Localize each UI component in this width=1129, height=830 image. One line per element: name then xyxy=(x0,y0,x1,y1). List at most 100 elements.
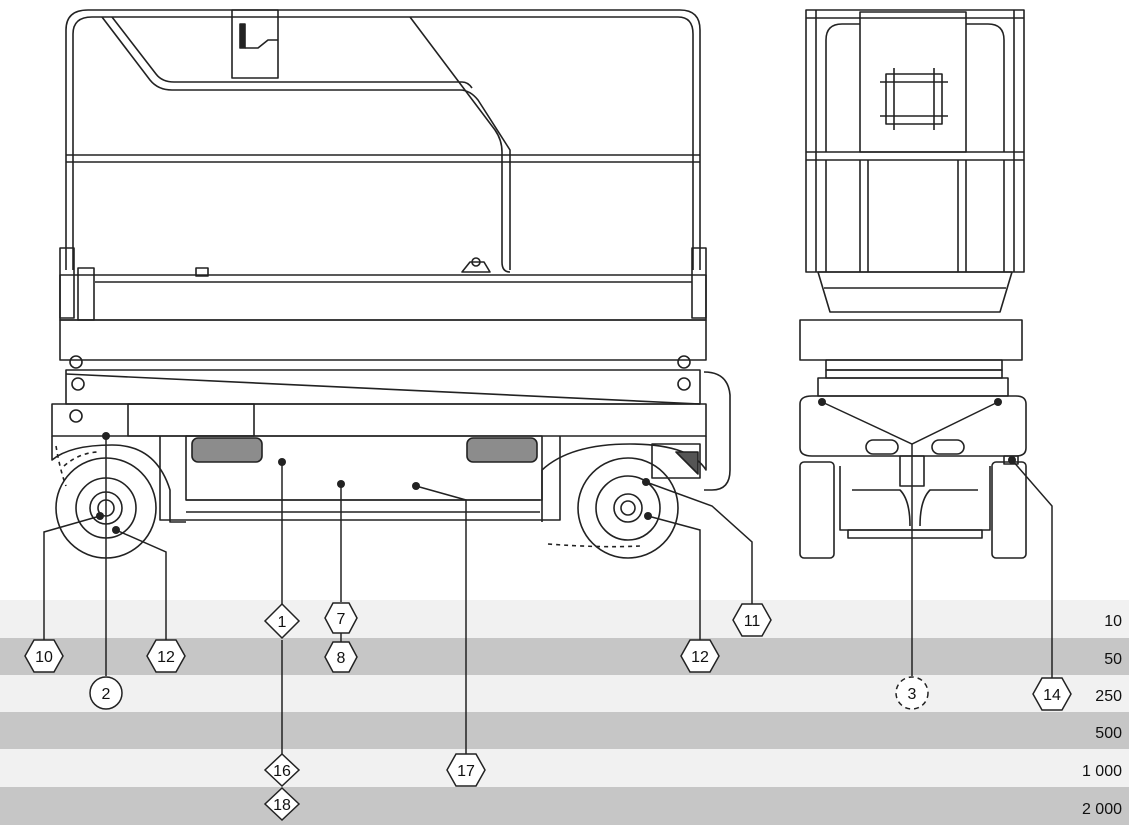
wheel-rear-rim xyxy=(595,475,661,541)
front-base xyxy=(799,319,1023,361)
callout-10: 10 xyxy=(24,639,64,673)
wheel-well-front xyxy=(51,436,186,523)
front-lower-notch-r xyxy=(919,489,978,527)
callout-12-right: 12 xyxy=(680,639,720,673)
leader-dot-10 xyxy=(96,512,104,520)
callout-7: 7 xyxy=(324,602,358,634)
platform-base xyxy=(59,319,707,361)
callout-1-label: 1 xyxy=(278,614,287,631)
chassis-body xyxy=(159,436,561,521)
rail-tube-left xyxy=(101,16,511,270)
callout-10-label: 10 xyxy=(35,649,53,666)
interval-label-2000: 2 000 xyxy=(1082,801,1122,818)
callout-14-label: 14 xyxy=(1043,687,1061,704)
front-lower-notch xyxy=(852,489,911,527)
front-base-plate xyxy=(847,529,983,539)
pothole-window-left xyxy=(191,437,263,463)
side-view xyxy=(51,9,731,559)
leader-11 xyxy=(645,481,753,604)
callout-11-label: 11 xyxy=(744,613,761,630)
callout-14: 14 xyxy=(1032,677,1072,711)
front-chassis xyxy=(799,395,1027,457)
front-gate-panel xyxy=(859,11,967,153)
leader-dot-7 xyxy=(337,480,345,488)
leader-17 xyxy=(415,485,467,754)
chassis-front-block xyxy=(127,403,255,437)
leader-12-right xyxy=(647,515,701,640)
callout-11-hexagon xyxy=(732,603,772,637)
leader-dot-3-left xyxy=(818,398,826,406)
front-rail-outer xyxy=(805,9,1025,273)
leader-12-left xyxy=(115,529,167,640)
arm-pin-right xyxy=(677,377,691,391)
callout-14-hexagon xyxy=(1032,677,1072,711)
front-rail-bend-right xyxy=(966,23,1005,152)
chassis-hook xyxy=(703,371,731,491)
callout-3: 3 xyxy=(895,676,929,710)
front-lower-body xyxy=(839,466,991,531)
leader-14 xyxy=(1011,459,1053,678)
chassis-top xyxy=(51,403,707,437)
leader-dot-12-left xyxy=(112,526,120,534)
control-box-switch xyxy=(239,23,246,49)
callout-1-diamond xyxy=(263,602,301,640)
callout-12-right-label: 12 xyxy=(691,649,709,666)
callout-17-label: 17 xyxy=(457,763,475,780)
callouts: 1 7 11 10 12 8 12 xyxy=(24,602,1072,822)
callout-3-label: 3 xyxy=(908,686,917,703)
rear-bracket xyxy=(651,443,701,479)
callout-8: 8 xyxy=(324,641,358,673)
callout-12-left-hexagon xyxy=(146,639,186,673)
front-slot-right xyxy=(931,439,965,455)
callout-8-hexagon xyxy=(324,641,358,673)
front-sensor xyxy=(1003,455,1019,465)
callout-7-hexagon xyxy=(324,602,358,634)
leader-dot-12-right xyxy=(644,512,652,520)
front-rail-bend-left xyxy=(825,23,860,152)
deck-clip xyxy=(195,267,209,277)
guardrail-inner xyxy=(72,16,694,270)
front-scissor-3 xyxy=(825,369,1003,379)
interval-band-5 xyxy=(0,787,1129,825)
callout-16-diamond xyxy=(263,752,301,788)
base-pin-right xyxy=(677,355,691,369)
interval-bands xyxy=(0,600,1129,825)
front-scissor-1 xyxy=(825,359,1003,371)
callout-3-dashed-circle xyxy=(895,676,929,710)
leader-dot-17 xyxy=(412,482,420,490)
callout-17-hexagon xyxy=(446,753,486,787)
interval-band-1 xyxy=(0,638,1129,675)
callout-1: 1 xyxy=(263,602,301,640)
guardrail-outer xyxy=(65,9,701,270)
steering-arc-front xyxy=(63,451,101,467)
interval-band-2 xyxy=(0,675,1129,712)
callout-18-label: 18 xyxy=(273,797,291,814)
steering-arc-rear xyxy=(547,543,641,548)
leader-dot-1 xyxy=(278,458,286,466)
interval-label-500: 500 xyxy=(1095,725,1122,742)
interval-band-4 xyxy=(0,749,1129,787)
wheel-rear-axle xyxy=(620,500,636,516)
interval-label-1000: 1 000 xyxy=(1082,763,1122,780)
arm-pin-left xyxy=(71,377,85,391)
deck-valve xyxy=(461,261,491,273)
leader-lines xyxy=(43,401,1053,754)
interval-label-50: 50 xyxy=(1104,651,1122,668)
rail-tube-left-inner xyxy=(111,16,473,89)
callout-11: 11 xyxy=(732,603,772,637)
front-view xyxy=(799,9,1027,559)
front-scissor-2 xyxy=(817,377,1009,397)
callout-12-right-hexagon xyxy=(680,639,720,673)
callout-17: 17 xyxy=(446,753,486,787)
leader-dot-3-right xyxy=(994,398,1002,406)
front-gate-frame xyxy=(885,73,943,125)
steering-arc-front-2 xyxy=(55,445,67,487)
front-wheel-right xyxy=(991,461,1027,559)
rail-post-right xyxy=(691,247,707,319)
rail-tube-right xyxy=(409,16,511,273)
callout-12-left: 12 xyxy=(146,639,186,673)
rear-bracket-wedge xyxy=(675,451,699,475)
leader-dot-2 xyxy=(102,432,110,440)
